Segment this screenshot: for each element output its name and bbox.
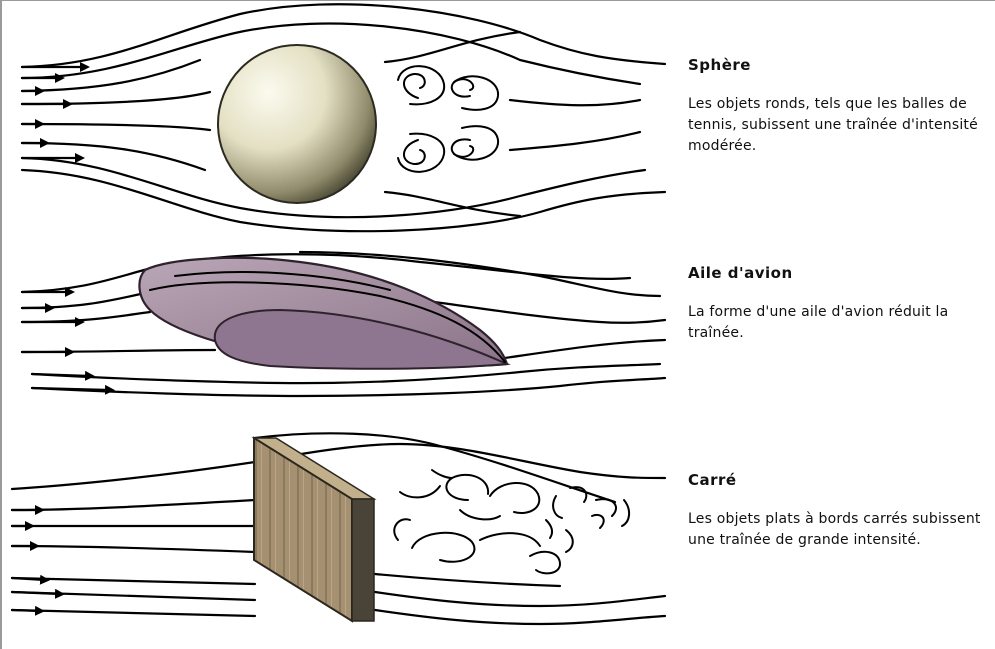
sphere-caption: Sphère Les objets ronds, tels que les ba… [688,56,988,157]
sphere-shape [218,45,376,203]
wing-caption: Aile d'avion La forme d'une aile d'avion… [688,264,988,344]
wing-diagram [22,252,665,396]
wing-title: Aile d'avion [688,264,988,282]
square-caption: Carré Les objets plats à bords carrés su… [688,471,988,551]
square-diagram [12,433,665,624]
wing-description: La forme d'une aile d'avion réduit la tr… [688,302,988,344]
sphere-title: Sphère [688,56,988,74]
sphere-description: Les objets ronds, tels que les balles de… [688,94,988,157]
square-turbulence [394,470,629,573]
sphere-diagram [22,4,665,231]
square-title: Carré [688,471,988,489]
square-description: Les objets plats à bords carrés subissen… [688,509,988,551]
sphere-vortices [398,66,498,172]
plate-edge [352,499,374,621]
